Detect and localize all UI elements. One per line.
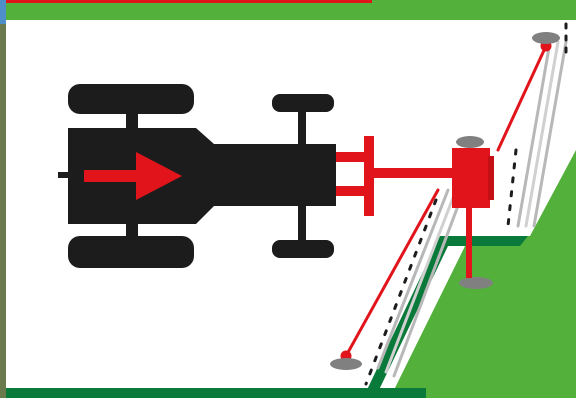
mower-side-plate bbox=[488, 156, 494, 200]
skid-top bbox=[532, 32, 560, 44]
swath-tick-row-left bbox=[364, 198, 438, 386]
swath-line-1 bbox=[516, 40, 552, 228]
left-edge-strip bbox=[0, 0, 6, 398]
rear-wheel-top bbox=[68, 84, 194, 114]
skid-bottom bbox=[459, 277, 493, 289]
boom-line-lower bbox=[344, 188, 440, 358]
rear-wheel-bottom bbox=[68, 236, 194, 268]
mower-skids bbox=[330, 32, 560, 370]
top-green-band bbox=[6, 0, 576, 20]
swath-tick-row-right bbox=[506, 148, 518, 228]
tractor-icon bbox=[58, 84, 336, 268]
mower-arm-down bbox=[466, 206, 472, 278]
tractor-body bbox=[68, 128, 336, 224]
mower-gearbox bbox=[452, 148, 490, 208]
top-green-strip bbox=[6, 0, 576, 20]
hitch-bar-upper bbox=[330, 152, 370, 162]
grass-field-fill bbox=[390, 20, 576, 398]
swath-line-4 bbox=[376, 188, 450, 370]
mower-deck-icon bbox=[330, 136, 494, 278]
bottom-dark-green-strip bbox=[6, 388, 426, 398]
rear-hitch-pin bbox=[58, 172, 70, 178]
hitch-drawbar bbox=[370, 168, 454, 178]
boom-line-upper bbox=[496, 44, 548, 152]
arrow-head bbox=[136, 152, 182, 200]
mowed-swath bbox=[364, 22, 568, 386]
hitch-frame bbox=[364, 136, 374, 216]
swath-line-5 bbox=[384, 188, 458, 374]
swath-line-3 bbox=[532, 40, 568, 228]
left-edge-blue bbox=[0, 0, 6, 24]
skid-lower-left bbox=[330, 358, 362, 370]
rear-axle-top bbox=[126, 112, 138, 132]
hitch-bar-lower bbox=[330, 186, 370, 196]
arrow-right-icon bbox=[84, 152, 182, 200]
swath-line-2 bbox=[524, 40, 560, 228]
top-red-line bbox=[6, 0, 372, 3]
grass-field bbox=[6, 20, 576, 398]
grass-field-dark-edge bbox=[366, 236, 528, 392]
left-edge-photo bbox=[0, 0, 6, 398]
front-wheel-bottom bbox=[272, 240, 334, 258]
arrow-shaft bbox=[84, 170, 144, 182]
skid-middle bbox=[456, 136, 484, 148]
swath-line-6 bbox=[392, 188, 466, 378]
front-wheel-top bbox=[272, 94, 334, 112]
front-axle bbox=[298, 110, 306, 240]
